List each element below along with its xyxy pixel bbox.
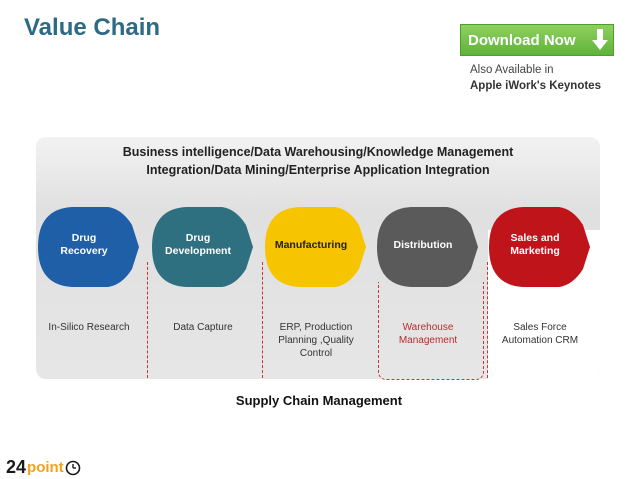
stage-description-line: Control — [299, 348, 333, 359]
stage-label-line2: Development — [165, 245, 231, 257]
stage-description: Data Capture — [148, 321, 258, 334]
header-line-1: Business intelligence/Data Warehousing/K… — [122, 145, 514, 159]
stage-description-line: Warehouse — [402, 322, 454, 333]
page-title: Value Chain — [24, 14, 161, 41]
download-button-label: Download Now — [468, 31, 576, 49]
stage-description-line: Sales Force — [513, 322, 567, 333]
stage-description-line: In-Silico Research — [48, 322, 130, 333]
stage-label: Manufacturing — [263, 220, 359, 270]
stage-label-line1: Sales and — [510, 232, 560, 244]
stage-description-line: Management — [398, 335, 458, 346]
stage-label-line1: Drug — [71, 232, 97, 244]
supply-chain-label: Supply Chain Management — [235, 393, 403, 408]
also-available-line2: Apple iWork's Keynotes — [470, 80, 601, 92]
separator-line — [487, 262, 488, 378]
stage-description-line: ERP, Production — [279, 322, 353, 333]
download-now-button[interactable]: Download Now — [460, 24, 614, 56]
header-line-2: Integration/Data Mining/Enterprise Appli… — [146, 163, 490, 177]
stage-description-line: Planning ,Quality — [278, 335, 354, 346]
also-available-note: Also Available in Apple iWork's Keynotes — [470, 62, 601, 94]
stage-label-line2: Marketing — [510, 245, 560, 257]
stage-label: Distribution — [375, 220, 471, 270]
stage-description-line: Automation CRM — [501, 335, 579, 346]
stage-chevron — [38, 207, 139, 287]
stage-label-line1: Manufacturing — [274, 238, 348, 251]
separator-line — [147, 262, 148, 378]
clock-icon — [65, 460, 80, 476]
separator-line — [262, 262, 263, 378]
distribution-highlight-box — [378, 282, 484, 380]
stage-chevron — [152, 207, 253, 287]
logo-number: 24 — [6, 457, 27, 477]
24point-logo: 24 point — [6, 454, 81, 476]
logo-word: point — [27, 459, 64, 476]
also-available-line1: Also Available in — [470, 64, 554, 76]
stage-chevron — [489, 207, 590, 287]
stage-chevron — [265, 207, 366, 287]
stage-label-line1: Distribution — [393, 238, 453, 251]
stage-label-line2: Recovery — [60, 245, 108, 257]
stage-chevron — [377, 207, 478, 287]
stage-label-line1: Drug — [185, 232, 211, 244]
stage-description-line: Data Capture — [173, 322, 233, 333]
download-arrow-icon — [587, 25, 613, 55]
stage-description: In-Silico Research — [34, 321, 144, 334]
